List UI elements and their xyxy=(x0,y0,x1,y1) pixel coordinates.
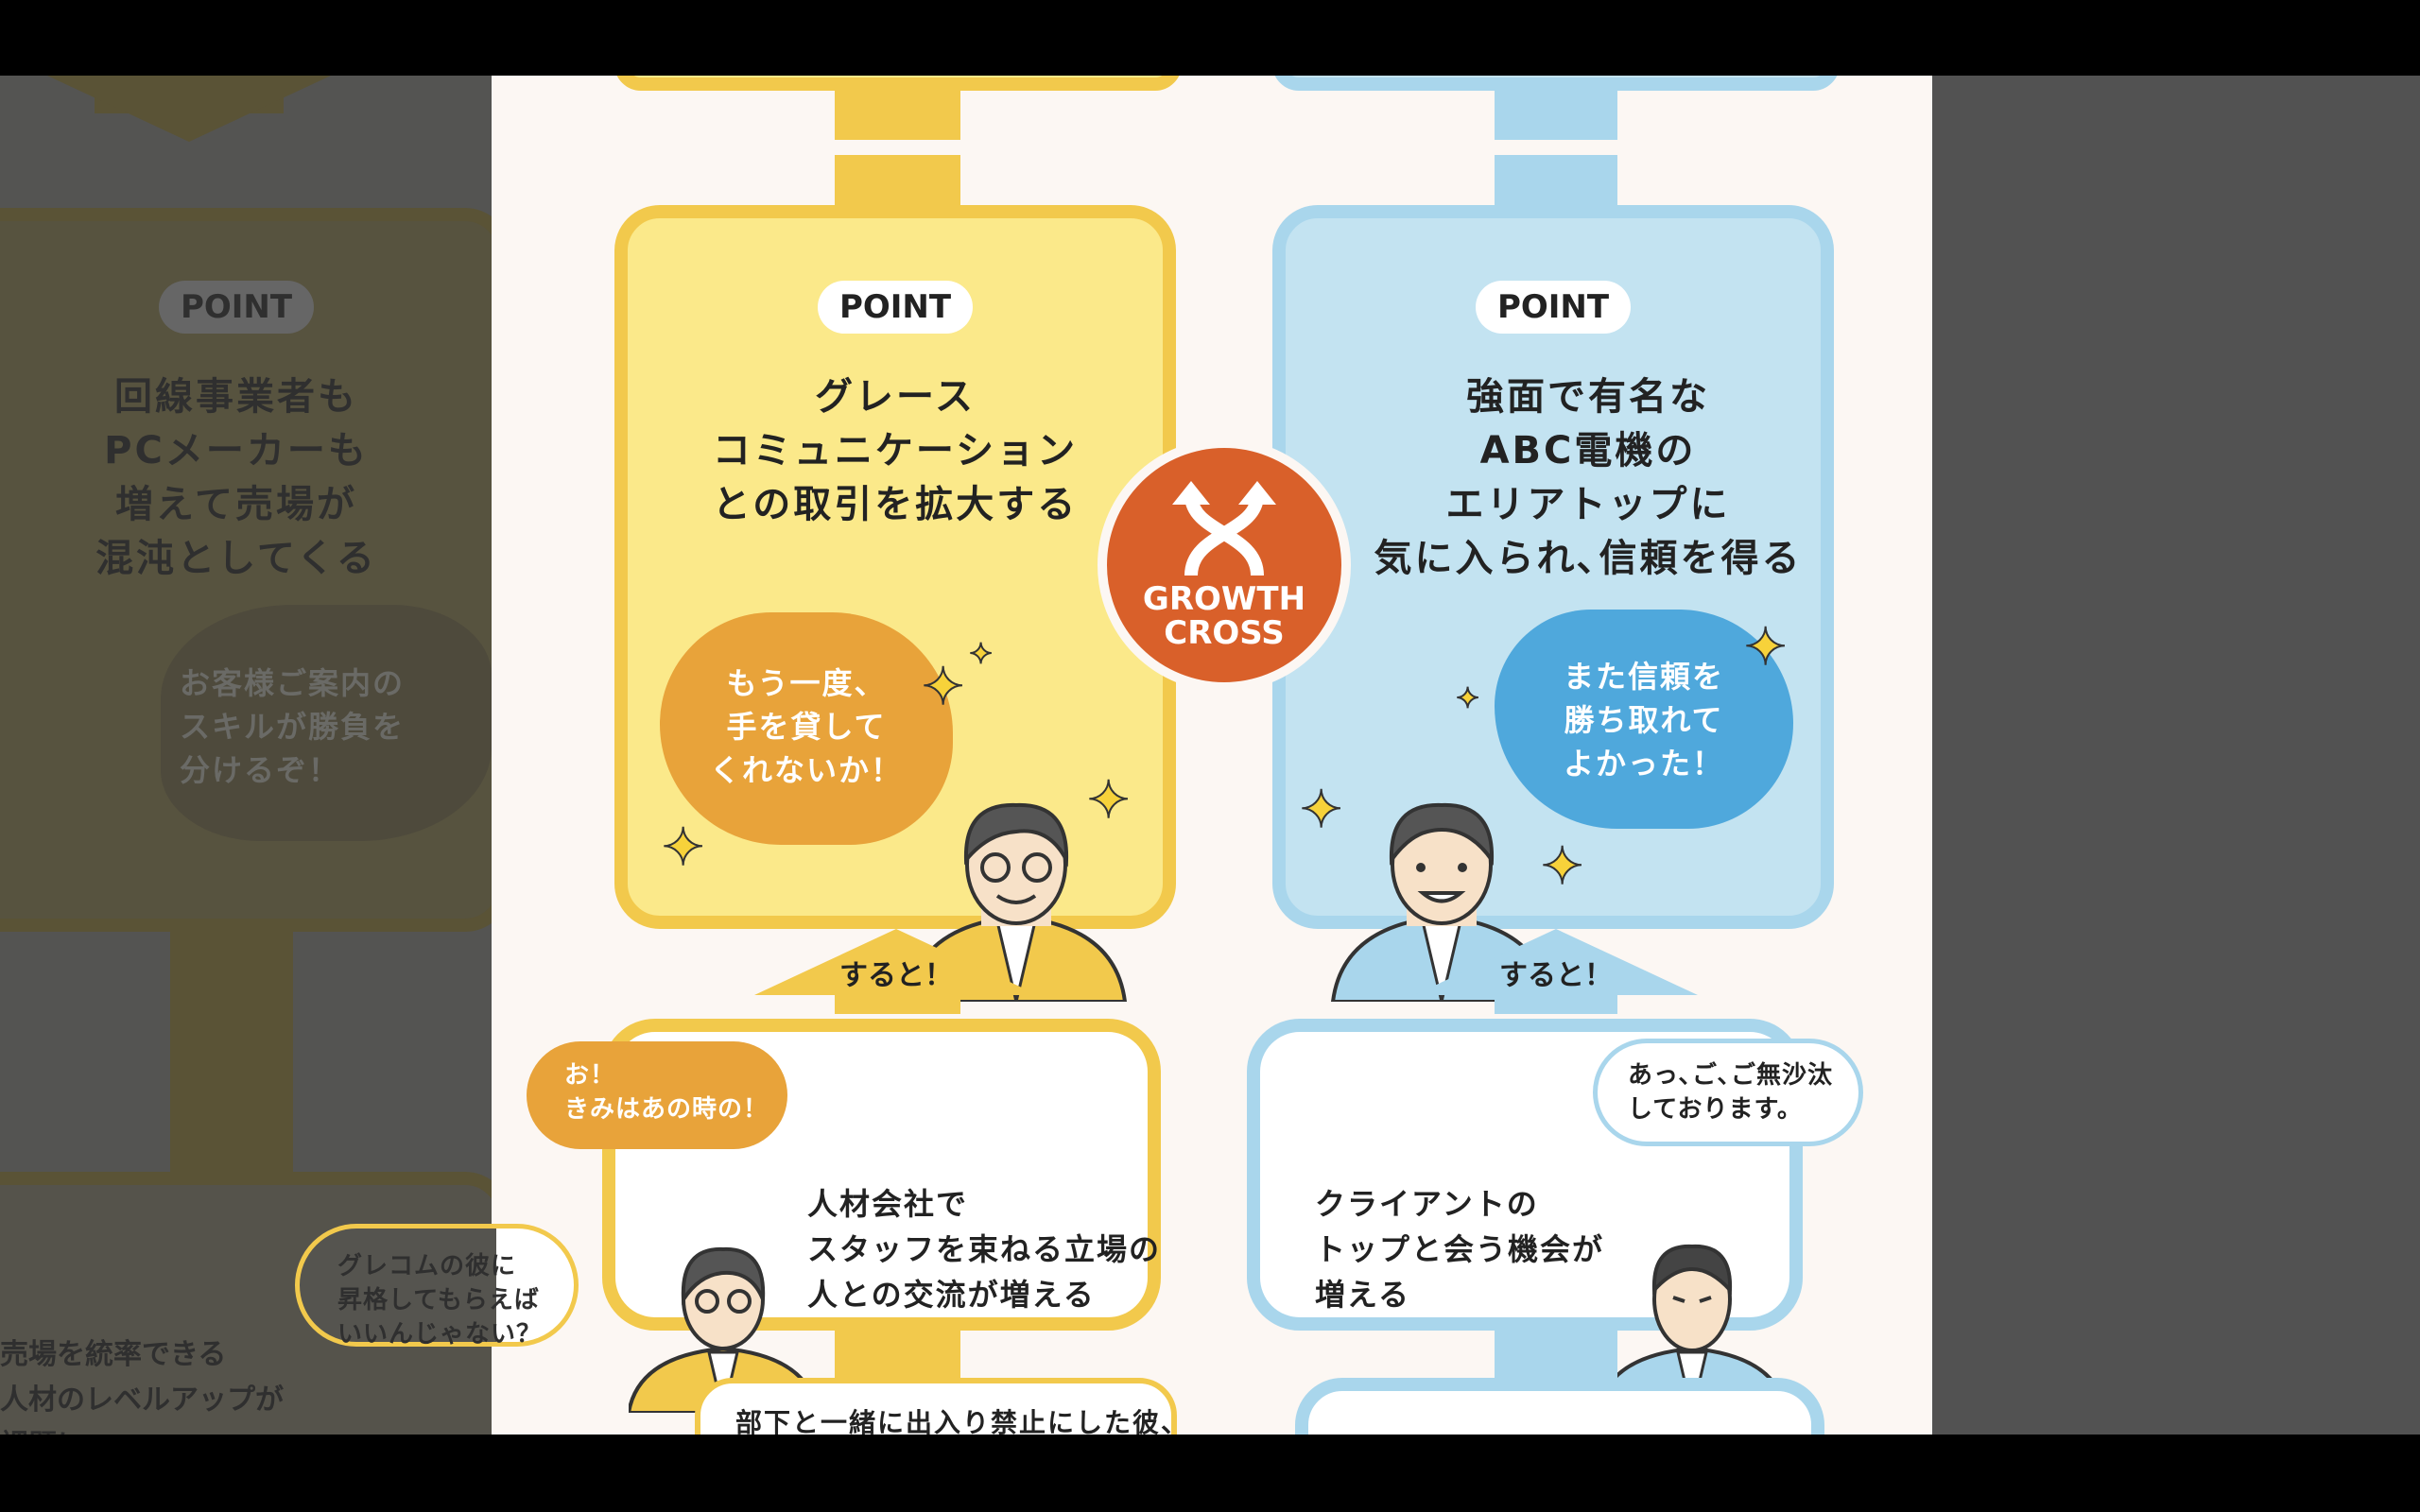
up-arrow-icon xyxy=(1414,929,1698,995)
next-card-left xyxy=(695,1378,1177,1435)
previous-page-preview[interactable]: POINT 回線事業者も PCメーカーも 増えて売場が 混沌としてくる お客様ご… xyxy=(0,76,492,1435)
sparkle-icon: ✦ xyxy=(921,657,965,716)
point-title-right: 強面で有名な ABC電機の エリアトップに 気に入られ､信頼を得る xyxy=(1374,375,1803,580)
speech-bubble-surprised: お！ きみはあの時の！ xyxy=(527,1041,787,1149)
growth-cross-badge: GROWTH CROSS xyxy=(1098,438,1351,692)
sparkle-icon: ✦ xyxy=(1086,770,1131,830)
sparkle-icon: ✦ xyxy=(1743,617,1788,677)
connector-blue xyxy=(1495,91,1617,140)
result-text-right: クライアントの トップと会う機会が 増える xyxy=(1315,1186,1605,1313)
sparkle-icon: ✦ xyxy=(1299,780,1343,839)
arrow-label-left: すると！ xyxy=(839,959,953,992)
crossing-arrows-icon xyxy=(1172,481,1276,576)
result-text-left: 人材会社で スタッフを束ねる立場の 人との交流が増える xyxy=(807,1186,1162,1313)
sparkle-icon: ✦ xyxy=(661,817,705,877)
sparkle-icon: ✦ xyxy=(968,638,994,671)
connector xyxy=(170,932,293,1172)
right-backdrop xyxy=(1932,76,2420,1435)
point-pill: POINT xyxy=(159,281,314,334)
preview-title: 回線事業者も PCメーカーも 増えて売場が 混沌としてくる xyxy=(95,375,377,580)
preview-speech: グレコムの彼に 昇格してもらえば いいんじゃない？ xyxy=(295,1224,579,1349)
growth-cross-label: GROWTH CROSS xyxy=(1142,580,1306,652)
up-arrow-icon xyxy=(754,929,1038,995)
sparkle-icon: ✦ xyxy=(1540,836,1584,896)
speech-bubble-right: また信頼を 勝ち取れて よかった！ xyxy=(1495,610,1793,829)
connector-yellow xyxy=(835,91,960,140)
next-text-left: 部下と一緒に出入り禁止にした彼、 xyxy=(735,1407,1190,1435)
sparkle-icon: ✦ xyxy=(1455,682,1480,715)
down-arrow-icon xyxy=(47,76,331,142)
point-title-left: グレース コミュニケーション との取引を拡大する xyxy=(712,375,1079,526)
preview-body: 売場を統率できる 人材のレベルアップが 課題に xyxy=(0,1338,284,1435)
speech-bubble-left: もう一度、 手を貸して くれないか！ xyxy=(660,612,953,845)
connector-blue xyxy=(1495,155,1617,208)
preview-bubble: お客様ご案内の スキルが勝負を 分けるぞ！ xyxy=(161,605,492,841)
speech-bubble-greeting: あっ､ご､ご無沙汰 しております。 xyxy=(1593,1039,1863,1146)
arrow-label-right: すると！ xyxy=(1499,959,1613,992)
next-card-right xyxy=(1295,1378,1824,1435)
main-page: POINT グレース コミュニケーション との取引を拡大する もう一度、 手を貸… xyxy=(492,76,1932,1435)
connector-yellow xyxy=(835,155,960,208)
point-pill: POINT xyxy=(1476,281,1631,334)
point-pill: POINT xyxy=(818,281,973,334)
